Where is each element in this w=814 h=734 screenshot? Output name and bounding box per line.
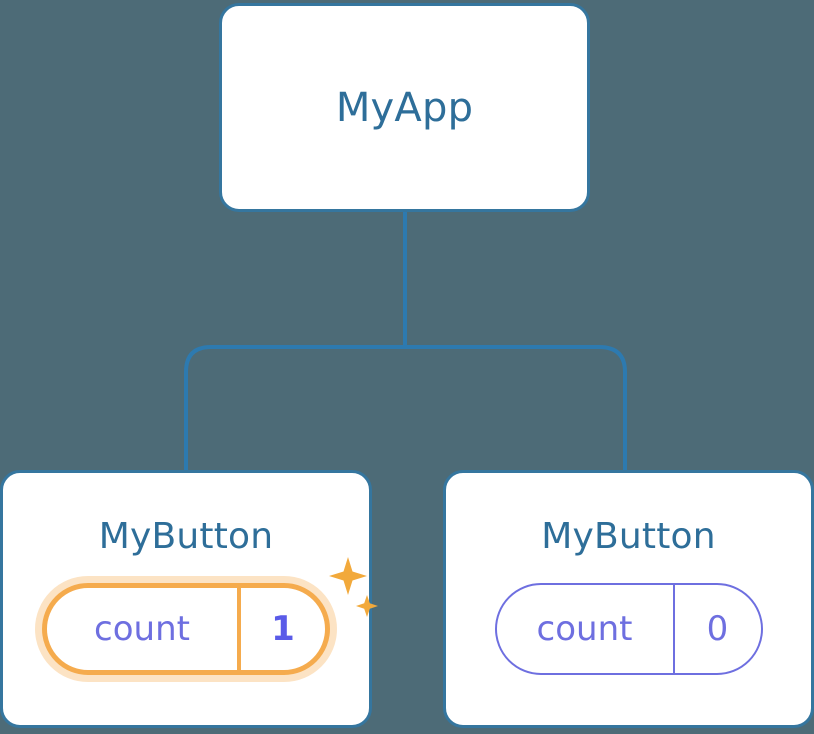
node-title: MyButton bbox=[98, 516, 274, 557]
sparkle-large-icon bbox=[329, 557, 367, 595]
state-pill-wrapper-right: count 0 bbox=[494, 583, 763, 675]
node-mybutton-left[interactable]: MyButton count 1 bbox=[0, 470, 378, 728]
state-pill[interactable]: count 0 bbox=[494, 583, 763, 675]
sparkle-small-icon bbox=[356, 595, 378, 617]
state-pill-highlighted[interactable]: count 1 bbox=[42, 583, 330, 675]
state-value: 1 bbox=[237, 588, 325, 670]
state-key: count bbox=[94, 609, 190, 649]
node-myapp[interactable]: MyApp bbox=[219, 3, 590, 212]
state-pill-wrapper-left: count 1 bbox=[42, 557, 378, 675]
state-value: 0 bbox=[672, 585, 761, 673]
edge-branch-bar bbox=[184, 345, 627, 470]
node-title: MyButton bbox=[541, 516, 716, 557]
node-title: MyApp bbox=[335, 84, 474, 131]
sparkle-group bbox=[329, 557, 378, 617]
node-mybutton-right[interactable]: MyButton count 0 bbox=[443, 470, 814, 728]
state-key: count bbox=[536, 609, 633, 649]
